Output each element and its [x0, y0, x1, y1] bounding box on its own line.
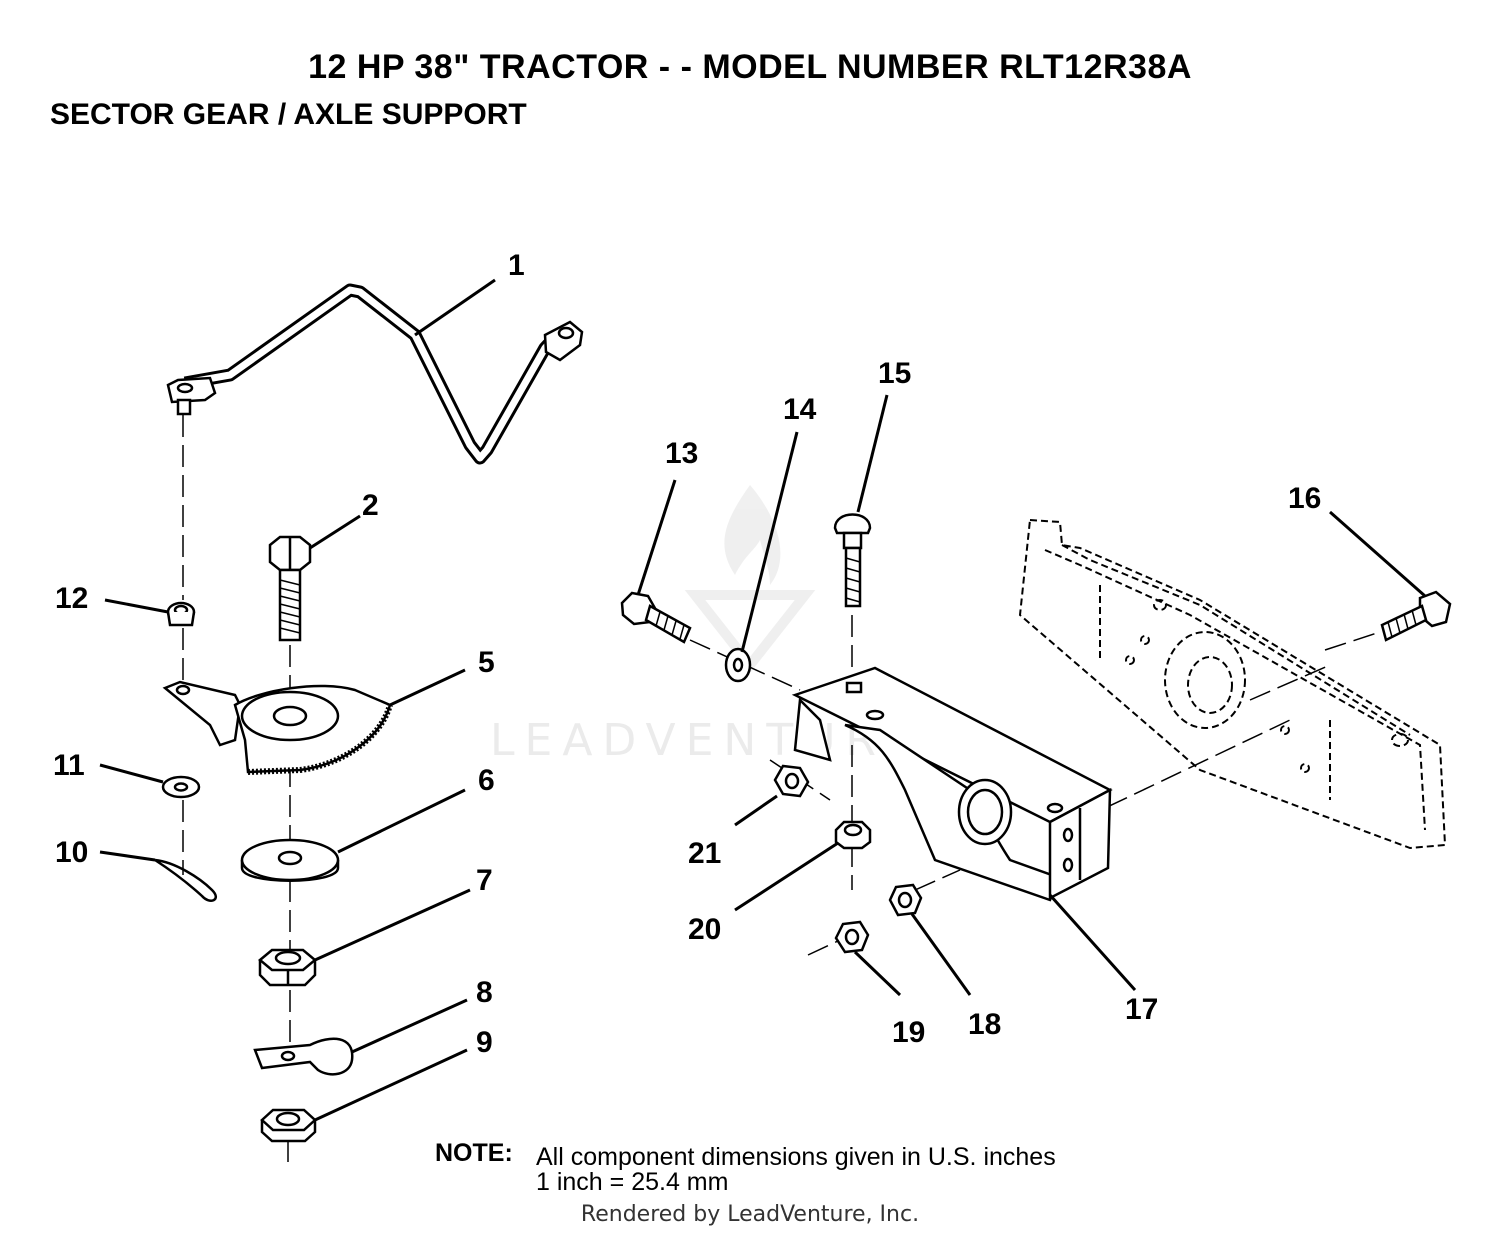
callout-21: 21 — [688, 837, 721, 870]
clip-part-8 — [253, 1037, 354, 1076]
bolt-part-15 — [833, 513, 872, 608]
callout-2: 2 — [362, 489, 379, 522]
callout-14: 14 — [783, 393, 817, 426]
callout-20: 20 — [688, 913, 721, 946]
leader-lines — [99, 278, 1426, 1122]
nut-part-20 — [834, 820, 872, 850]
watermark-v-icon — [684, 590, 816, 674]
nut-part-21 — [773, 764, 810, 798]
bolt-part-13 — [620, 591, 692, 644]
callout-6: 6 — [478, 764, 495, 797]
note-line-1: All component dimensions given in U.S. i… — [536, 1143, 1056, 1171]
diagram-subtitle: SECTOR GEAR / AXLE SUPPORT — [50, 98, 527, 131]
nut-part-18 — [888, 883, 923, 917]
callout-8: 8 — [476, 976, 493, 1009]
callout-19: 19 — [892, 1016, 925, 1049]
nut-part-12 — [166, 601, 196, 627]
cotter-pin-part — [154, 858, 218, 902]
nut-part-9 — [260, 1108, 317, 1143]
watermark-text: LEADVENTURE — [490, 715, 924, 766]
note-line-2: 1 inch = 25.4 mm — [536, 1168, 729, 1196]
callout-1: 1 — [508, 249, 525, 282]
nut-part-7 — [258, 948, 317, 987]
nut-part-19 — [834, 920, 870, 954]
callout-13: 13 — [665, 437, 698, 470]
callout-12: 12 — [55, 582, 88, 615]
callout-17: 17 — [1125, 993, 1158, 1026]
callout-18: 18 — [968, 1008, 1001, 1041]
washer-part-14 — [724, 647, 752, 683]
callout-16: 16 — [1288, 482, 1321, 515]
footer-credit: Rendered by LeadVenture, Inc. — [580, 1202, 920, 1227]
drag-link-part — [166, 283, 584, 465]
bolt-part-2 — [268, 535, 312, 642]
callout-10: 10 — [55, 836, 88, 869]
washer-part-6 — [240, 838, 340, 882]
callout-11: 11 — [53, 749, 85, 782]
callout-7: 7 — [476, 864, 493, 897]
axle-support-bracket-part — [791, 666, 1113, 902]
callout-5: 5 — [478, 646, 495, 679]
frame-reference-outline — [1018, 518, 1447, 850]
washer-part-11 — [161, 775, 201, 799]
watermark: LEADVENTURE — [490, 485, 924, 766]
note-label: NOTE: — [435, 1139, 513, 1167]
sector-gear-part — [162, 680, 393, 775]
callout-labels: 1 2 12 5 11 6 10 7 8 9 13 14 15 16 21 20… — [53, 249, 1321, 1059]
bolt-part-16 — [1380, 590, 1452, 642]
callout-9: 9 — [476, 1026, 493, 1059]
diagram-title: 12 HP 38" TRACTOR - - MODEL NUMBER RLT12… — [308, 48, 1192, 86]
callout-15: 15 — [878, 357, 911, 390]
